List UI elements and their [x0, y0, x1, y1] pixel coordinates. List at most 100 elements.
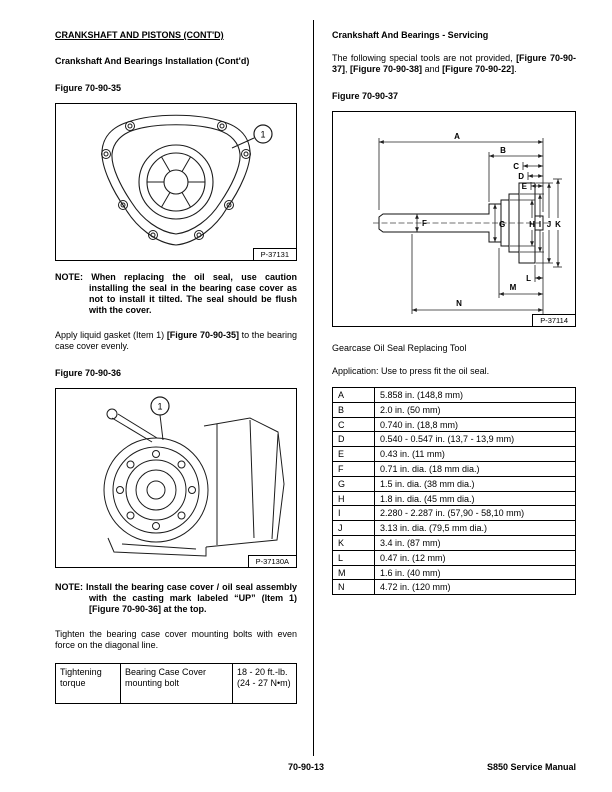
callout-number: 1 — [260, 130, 265, 140]
dim-key: G — [332, 475, 375, 492]
dim-letter-f: F — [422, 219, 427, 228]
text-run: and — [422, 64, 443, 74]
text-run: , — [345, 64, 351, 74]
callout-circle — [150, 396, 170, 416]
dim-value: 0.540 - 0.547 in. (13,7 - 13,9 mm) — [374, 431, 576, 448]
figure-70-90-36: 1 P-37130A — [55, 388, 297, 568]
dim-key: J — [332, 520, 375, 536]
figure-36-caption: Figure 70-90-36 — [55, 368, 122, 378]
application-text: Application: Use to press fit the oil se… — [332, 366, 490, 376]
bearing-cover-drawing: 1 — [101, 114, 273, 246]
note-label: NOTE: — [55, 272, 83, 282]
bearing-case-cover — [103, 437, 209, 543]
dimension-letters: A B C D E F G H I J K L M N — [422, 132, 561, 308]
callout-1: 1 — [150, 396, 170, 441]
figure-37-caption: Figure 70-90-37 — [332, 91, 399, 101]
left-column: CRANKSHAFT AND PISTONS (CONT'D) Cranksha… — [55, 30, 297, 704]
dim-letter-h: H — [529, 220, 535, 229]
dim-letter-i: I — [539, 220, 541, 229]
photo-id-label: P-37131 — [252, 248, 296, 260]
page-footer: 70-90-13 S850 Service Manual — [0, 762, 612, 776]
dim-value: 5.858 in. (148,8 mm) — [374, 387, 576, 403]
dim-value: 3.13 in. dia. (79,5 mm dia.) — [374, 520, 576, 536]
dim-value: 2.0 in. (50 mm) — [374, 401, 576, 418]
dim-key: K — [332, 534, 375, 551]
section-heading: CRANKSHAFT AND PISTONS (CONT'D) — [55, 30, 224, 40]
dim-letter-l: L — [526, 274, 531, 283]
paragraph-special-tools: The following special tools are not prov… — [332, 53, 576, 75]
dim-letter-n: N — [456, 299, 462, 308]
photo-id-label: P-37114 — [532, 314, 575, 326]
dim-key: C — [332, 416, 375, 433]
figure-reference: [Figure 70-90-37] — [332, 53, 576, 74]
ribs — [147, 156, 205, 208]
torque-item-cell: Bearing Case Cover mounting bolt — [120, 663, 233, 704]
note-paragraph: NOTE: When replacing the oil seal, use c… — [55, 272, 297, 316]
right-column: Crankshaft And Bearings - Servicing The … — [332, 30, 576, 596]
torque-table: Tightening torque Bearing Case Cover mou… — [55, 663, 297, 704]
note-label: NOTE: — [55, 582, 83, 592]
callout-number: 1 — [157, 402, 162, 412]
text-run: . — [514, 64, 517, 74]
footer-page-number: 70-90-13 — [287, 762, 325, 772]
dim-letter-e: E — [522, 182, 528, 191]
text-run: Apply liquid gasket (Item 1) — [55, 330, 167, 340]
dimension-lines — [378, 138, 562, 314]
dim-key: I — [332, 505, 375, 522]
photo-id-label: P-37130A — [247, 555, 296, 567]
text-run: to the bearing case cover evenly. — [55, 330, 297, 351]
callout-1: 1 — [231, 124, 273, 149]
seal-bore-outer — [138, 144, 214, 220]
figure-35-caption: Figure 70-90-35 — [55, 83, 122, 93]
dim-letter-a: A — [454, 132, 460, 141]
engine-block — [106, 408, 285, 557]
dim-value: 3.4 in. (87 mm) — [374, 534, 576, 551]
paragraph-apply-gasket: Apply liquid gasket (Item 1) [Figure 70-… — [55, 330, 297, 352]
cover-inner-contour — [111, 124, 241, 235]
note-text: When replacing the oil seal, use caution… — [89, 272, 297, 315]
paragraph-tighten-bolts: Tighten the bearing case cover mounting … — [55, 629, 297, 650]
figure-70-90-37: A B C D E F G H I J K L M N — [332, 111, 576, 327]
cover-bolts — [116, 450, 196, 530]
bolt-holes — [101, 121, 251, 240]
torque-value-cell: 18 - 20 ft.-lb. (24 - 27 N•m) — [232, 663, 297, 704]
dim-letter-b: B — [500, 146, 506, 155]
column-divider — [313, 20, 314, 756]
figure-reference: [Figure 70-90-22] — [442, 64, 515, 74]
dim-letter-g: G — [499, 220, 505, 229]
dim-key: F — [332, 460, 375, 477]
dim-key: E — [332, 446, 375, 462]
dim-key: H — [332, 490, 375, 507]
figure-reference: [Figure 70-90-38] — [350, 64, 423, 74]
dim-value: 1.6 in. (40 mm) — [374, 564, 576, 581]
dim-value: 2.280 - 2.287 in. (57,90 - 58,10 mm) — [374, 505, 576, 522]
note-paragraph: NOTE: Install the bearing case cover / o… — [55, 582, 297, 615]
subsection-heading: Crankshaft And Bearings Installation (Co… — [55, 56, 250, 66]
section-heading: Crankshaft And Bearings - Servicing — [332, 30, 489, 40]
callout-circle — [253, 124, 273, 144]
dim-value: 1.8 in. dia. (45 mm dia.) — [374, 490, 576, 507]
figure-reference: [Figure 70-90-35] — [166, 330, 239, 340]
dim-value: 0.740 in. (18,8 mm) — [374, 416, 576, 433]
dim-key: A — [332, 387, 375, 403]
callout-leader-line — [159, 414, 164, 441]
torque-label-cell: Tightening torque — [55, 663, 121, 704]
dim-value: 0.71 in. dia. (18 mm dia.) — [374, 460, 576, 477]
torque-row: Tightening torque Bearing Case Cover mou… — [55, 663, 297, 704]
dim-letter-j: J — [547, 220, 551, 229]
footer-manual-title: S850 Service Manual — [486, 762, 576, 772]
dim-value: 0.47 in. (12 mm) — [374, 549, 576, 566]
text-run: The following special tools are not prov… — [332, 53, 517, 63]
